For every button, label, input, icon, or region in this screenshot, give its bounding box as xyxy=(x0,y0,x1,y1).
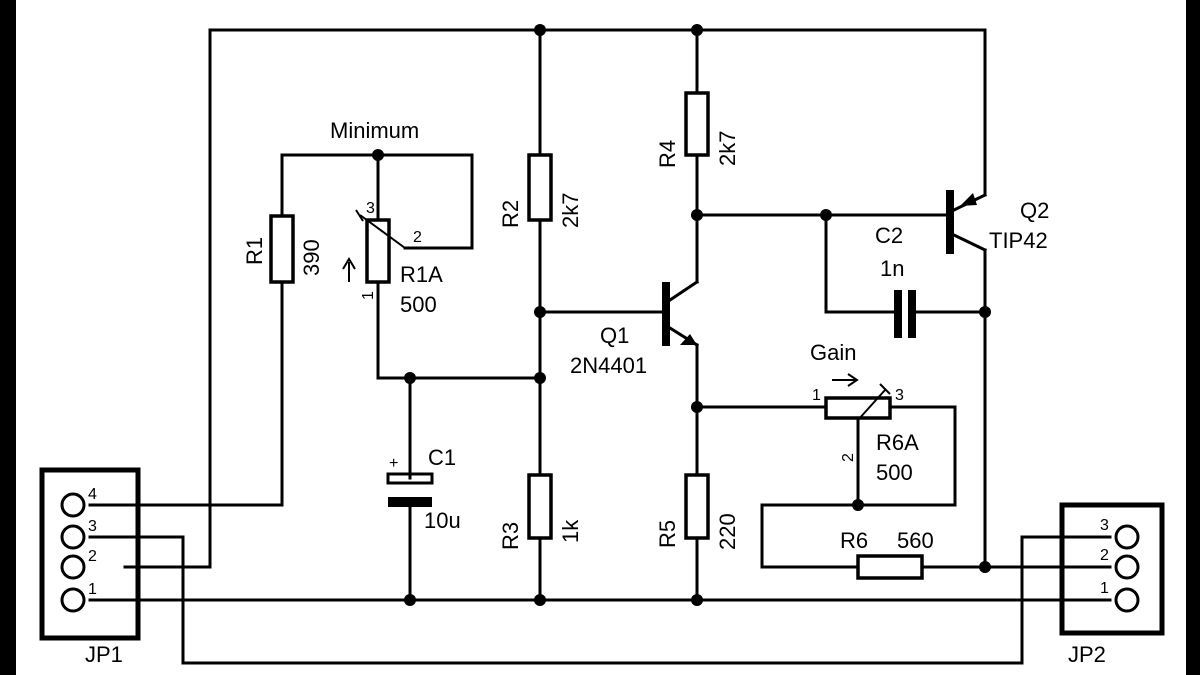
capacitor-c2 xyxy=(894,290,916,338)
r6a-value-label: 500 xyxy=(876,460,913,485)
r3-ref-label: R3 xyxy=(498,522,523,550)
potentiometer-r1a xyxy=(342,209,406,284)
junction-dot xyxy=(404,372,416,384)
q1-value-label: 2N4401 xyxy=(570,353,647,378)
r2-ref-label: R2 xyxy=(498,200,523,228)
r4-value-label: 2k7 xyxy=(715,131,740,166)
gain-label: Gain xyxy=(810,340,856,365)
jp1-pin-2-label: 2 xyxy=(88,548,97,565)
resistor-r4 xyxy=(684,91,710,157)
resistor-r1 xyxy=(269,214,295,284)
r4-ref-label: R4 xyxy=(655,140,680,168)
capacitor-c1 xyxy=(386,472,434,507)
wires xyxy=(88,28,1112,665)
transistor-q1 xyxy=(662,279,700,348)
transistor-q2 xyxy=(946,190,988,254)
r6-ref-label: R6 xyxy=(840,528,868,553)
junction-dot xyxy=(691,24,703,36)
r6a-pin-1-label: 1 xyxy=(812,387,821,404)
connector-jp2 xyxy=(1059,502,1165,636)
r2-value-label: 2k7 xyxy=(558,193,583,228)
jp1-pin-3-label: 3 xyxy=(88,518,97,535)
junction-dot xyxy=(852,499,864,511)
r1a-pin-3-label: 3 xyxy=(366,200,375,217)
r1a-pin-2-label: 2 xyxy=(413,229,422,246)
junction-dot xyxy=(534,306,546,318)
c1-value-label: 10u xyxy=(424,508,461,533)
c2-value-label: 1n xyxy=(880,256,904,281)
junction-dot xyxy=(534,372,546,384)
r5-value-label: 220 xyxy=(715,513,740,550)
q2-value-label: TIP42 xyxy=(989,228,1048,253)
r6-value-label: 560 xyxy=(897,528,934,553)
q1-ref-label: Q1 xyxy=(600,323,629,348)
r6a-pin-3-label: 3 xyxy=(895,387,904,404)
r6a-pin-2-label: 2 xyxy=(840,453,857,462)
potentiometer-r6a xyxy=(824,373,892,421)
junction-dots xyxy=(372,24,991,606)
r1a-ref-label: R1A xyxy=(400,262,443,287)
jp2-label: JP2 xyxy=(1068,642,1106,667)
resistor-r3 xyxy=(527,473,553,540)
jp1-pin-4-label: 4 xyxy=(88,486,97,503)
c2-ref-label: C2 xyxy=(875,223,903,248)
r1a-value-label: 500 xyxy=(400,292,437,317)
jp2-pin-2-label: 2 xyxy=(1100,547,1109,564)
junction-dot xyxy=(534,594,546,606)
junction-dot xyxy=(372,149,384,161)
junction-dot xyxy=(404,594,416,606)
connector-jp1 xyxy=(39,467,141,641)
resistor-r6 xyxy=(856,554,924,580)
minimum-label: Minimum xyxy=(330,118,419,143)
junction-dot xyxy=(979,561,991,573)
junction-dot xyxy=(691,401,703,413)
junction-dot xyxy=(534,24,546,36)
r5-ref-label: R5 xyxy=(655,520,680,548)
r1-ref-label: R1 xyxy=(242,237,267,265)
r1-value-label: 390 xyxy=(299,239,324,276)
r1a-pin-1-label: 1 xyxy=(360,291,377,300)
q2-ref-label: Q2 xyxy=(1020,198,1049,223)
c1-ref-label: C1 xyxy=(428,445,456,470)
junction-dot xyxy=(691,594,703,606)
junction-dot xyxy=(979,306,991,318)
jp1-label: JP1 xyxy=(85,642,123,667)
jp2-pin-3-label: 3 xyxy=(1100,517,1109,534)
resistor-r2 xyxy=(527,153,553,222)
r3-value-label: 1k xyxy=(558,519,583,543)
resistor-r5 xyxy=(684,473,710,540)
c1-polarity-label: + xyxy=(389,455,398,472)
junction-dot xyxy=(691,209,703,221)
jp1-pin-1-label: 1 xyxy=(88,581,97,598)
jp2-pin-1-label: 1 xyxy=(1100,580,1109,597)
junction-dot xyxy=(820,209,832,221)
r6a-ref-label: R6A xyxy=(876,430,919,455)
